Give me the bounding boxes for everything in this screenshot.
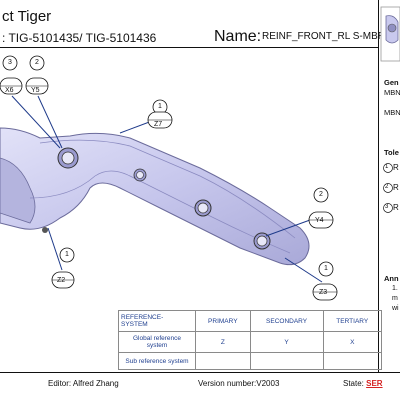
table-header-cell: SECONDARY bbox=[249, 310, 324, 332]
state-label: State: bbox=[343, 379, 367, 388]
reference-table: REFERENCE- SYSTEM PRIMARY SECONDARY TERT… bbox=[118, 310, 383, 370]
callout-y4 bbox=[308, 187, 334, 229]
table-cell: X bbox=[322, 331, 383, 353]
footer-divider bbox=[0, 372, 400, 373]
callout-y5 bbox=[25, 55, 49, 95]
name-label: Name: bbox=[214, 28, 262, 45]
part-thumbnail bbox=[380, 6, 400, 62]
tol-item-2-num: 2 bbox=[385, 184, 389, 190]
callout-x6 bbox=[0, 55, 23, 95]
editor-info: Editor: Alfred Zhang bbox=[48, 379, 119, 388]
part-name: REINF_FRONT_RL S-MBR bbox=[262, 31, 385, 42]
part-edge-line-2 bbox=[29, 170, 291, 254]
callout-z2-number: 1 bbox=[65, 251, 69, 258]
callout-z2 bbox=[51, 247, 75, 289]
callout-y5-number: 2 bbox=[35, 59, 39, 66]
part-flange bbox=[0, 157, 36, 224]
callout-x6-label: X6 bbox=[5, 87, 14, 94]
table-header-cell: PRIMARY bbox=[195, 310, 251, 332]
part-drawing bbox=[0, 55, 338, 301]
callout-y5-label: Y5 bbox=[31, 87, 40, 94]
table-cell: Y bbox=[249, 331, 324, 353]
tolerance-label: Tole bbox=[384, 148, 399, 157]
table-cell bbox=[195, 352, 251, 370]
state-value: SER bbox=[366, 379, 383, 388]
table-row: Sub reference system bbox=[118, 352, 383, 370]
tolerance-markers bbox=[383, 163, 393, 213]
part-numbers: : TIG-5101435/ TIG-5101436 bbox=[2, 31, 157, 45]
tol-item-1-num: 1 bbox=[385, 164, 389, 170]
callout-z7-label: Z7 bbox=[154, 121, 163, 128]
table-cell bbox=[249, 352, 324, 370]
part-holes bbox=[42, 147, 271, 250]
callout-y4-label: Y4 bbox=[315, 217, 324, 224]
annotation-line-1: 1. bbox=[392, 285, 398, 292]
callout-z3-number: 1 bbox=[324, 265, 328, 272]
callout-leaders bbox=[11, 95, 323, 283]
right-panel-border bbox=[378, 0, 379, 372]
tol-item-3-text: R bbox=[393, 203, 399, 212]
table-header-cell: REFERENCE- SYSTEM bbox=[118, 310, 196, 332]
annotation-line-3: wi bbox=[392, 305, 399, 312]
version-info: Version number:V2003 bbox=[198, 379, 280, 388]
callout-z3-label: Z3 bbox=[319, 289, 328, 296]
tol-item-2-text: R bbox=[393, 183, 399, 192]
mbn-2: MBN bbox=[384, 108, 400, 117]
table-cell: Z bbox=[195, 331, 251, 353]
callout-y4-number: 2 bbox=[319, 191, 323, 198]
annotation-label: Ann bbox=[384, 274, 399, 283]
table-header-row: REFERENCE- SYSTEM PRIMARY SECONDARY TERT… bbox=[118, 310, 383, 332]
callout-z7 bbox=[147, 99, 173, 129]
tol-item-3-num: 3 bbox=[385, 204, 389, 210]
header-divider bbox=[0, 47, 378, 48]
table-row: Global reference system Z Y X bbox=[118, 331, 383, 353]
callout-z3 bbox=[312, 261, 338, 301]
mbn-1: MBN bbox=[384, 88, 400, 97]
part-edge-line bbox=[39, 139, 296, 239]
table-cell-label: Global reference system bbox=[118, 331, 196, 353]
annotation-line-2: m bbox=[392, 295, 398, 302]
state-info: State: SER bbox=[343, 379, 383, 388]
callout-z7-number: 1 bbox=[158, 103, 162, 110]
tol-item-1-text: R bbox=[393, 163, 399, 172]
table-header-cell: TERTIARY bbox=[322, 310, 383, 332]
project-title: ct Tiger bbox=[2, 8, 52, 25]
callout-x6-number: 3 bbox=[8, 59, 12, 66]
table-cell-label: Sub reference system bbox=[118, 352, 196, 370]
table-cell bbox=[322, 352, 383, 370]
general-label: Gen bbox=[384, 78, 399, 87]
callout-z2-label: Z2 bbox=[57, 277, 66, 284]
